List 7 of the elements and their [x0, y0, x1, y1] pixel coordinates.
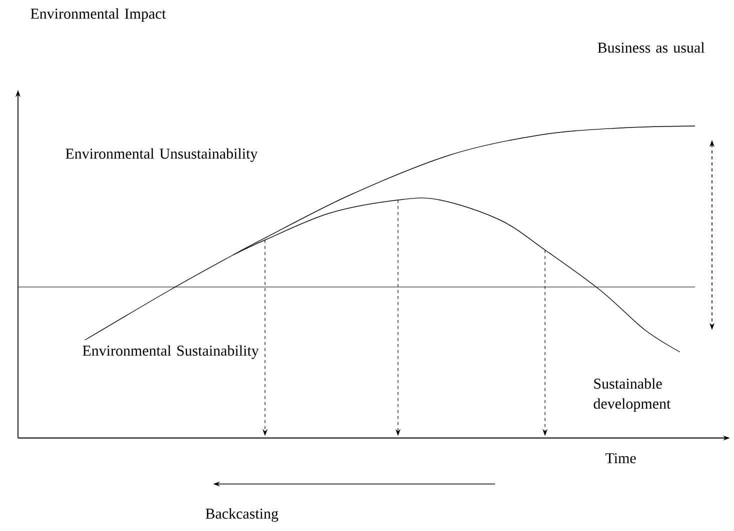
- axis-label: Sustainable development: [594, 378, 671, 412]
- axis-label: Backcasting: [206, 508, 278, 522]
- axis-label: Environmental Sustainability: [82, 345, 259, 359]
- axis-label: Business as usual: [598, 42, 704, 53]
- axis-label: Time: [605, 453, 636, 464]
- axis-label: Environmental Unsustainability: [66, 148, 258, 162]
- axis-label: Environmental Impact: [30, 8, 166, 22]
